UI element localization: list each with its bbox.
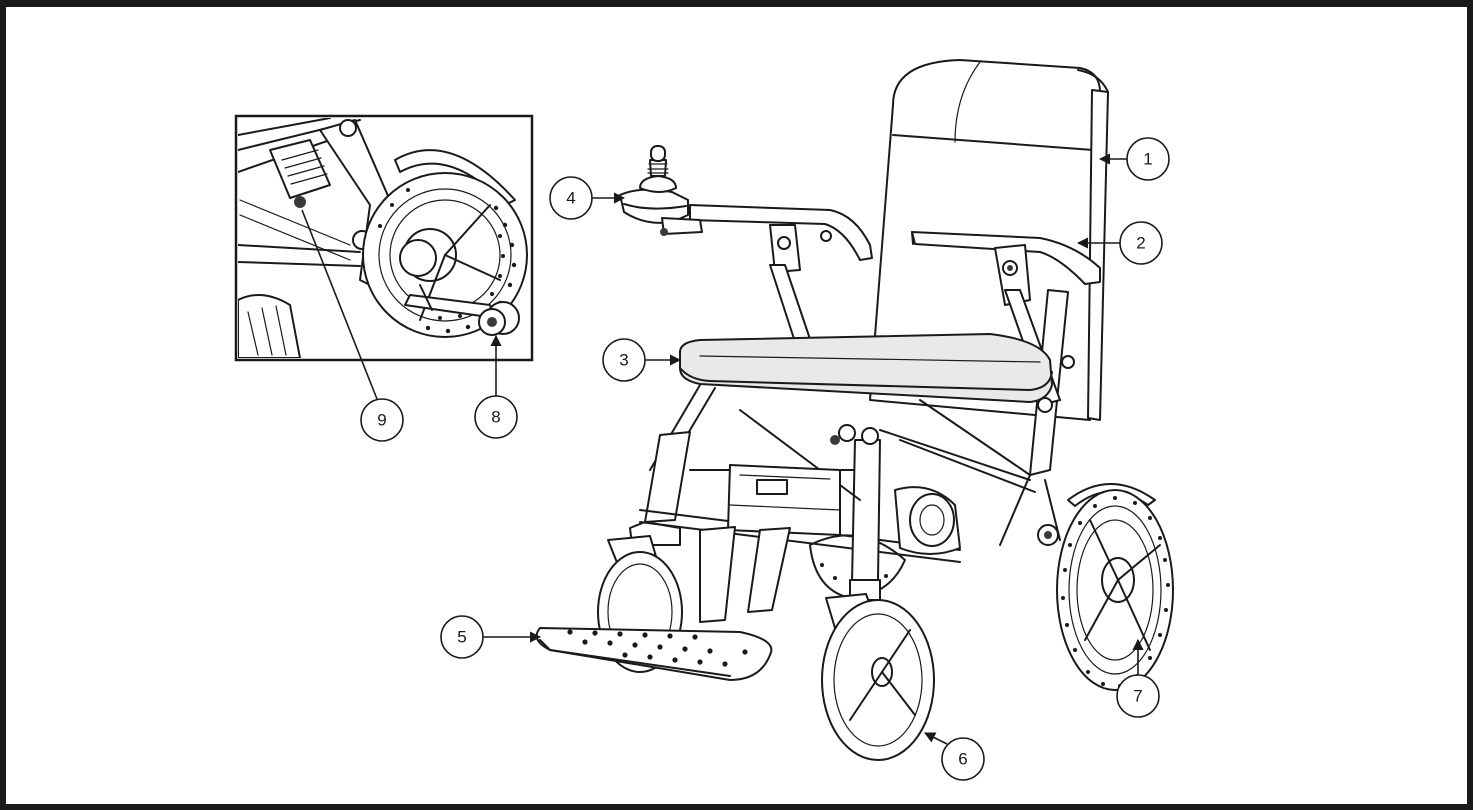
callout-6-label: 6 [958, 750, 967, 769]
inset-rear-wheel [362, 149, 528, 338]
footplate [535, 526, 791, 681]
callout-8-circle [474, 395, 518, 439]
callout-5-label: 5 [457, 628, 466, 647]
callout-9-label: 9 [377, 411, 386, 430]
folding-latch [269, 139, 331, 208]
front-right-caster [821, 593, 935, 761]
callout-4-label: 4 [566, 189, 575, 208]
rear-wheel [1056, 483, 1174, 691]
callout-6-leader [923, 732, 948, 745]
anti-tip-wheel [478, 301, 520, 336]
callout-4-circle [549, 176, 593, 220]
callout-7-label: 7 [1133, 687, 1142, 706]
detail-inset [234, 114, 534, 362]
callout-7-circle [1116, 674, 1160, 718]
callout-1-label: 1 [1143, 150, 1152, 169]
callout-8-label: 8 [491, 408, 500, 427]
motor [894, 486, 961, 555]
callout-3-label: 3 [619, 351, 628, 370]
callout-5-circle [440, 615, 484, 659]
wheelchair [535, 59, 1174, 761]
joystick-controller [619, 145, 703, 236]
callouts: 1 2 3 4 5 6 7 8 9 [301, 137, 1170, 781]
callout-2-label: 2 [1136, 234, 1145, 253]
callout-2-circle [1119, 221, 1163, 265]
callout-9-leader [301, 209, 378, 400]
callout-3-circle [602, 338, 646, 382]
callout-6-circle [941, 737, 985, 781]
seat-cushion [679, 333, 1053, 413]
callout-1-circle [1126, 137, 1170, 181]
left-armrest [689, 204, 873, 349]
battery-housing [727, 464, 841, 536]
callout-9-circle [360, 398, 404, 442]
